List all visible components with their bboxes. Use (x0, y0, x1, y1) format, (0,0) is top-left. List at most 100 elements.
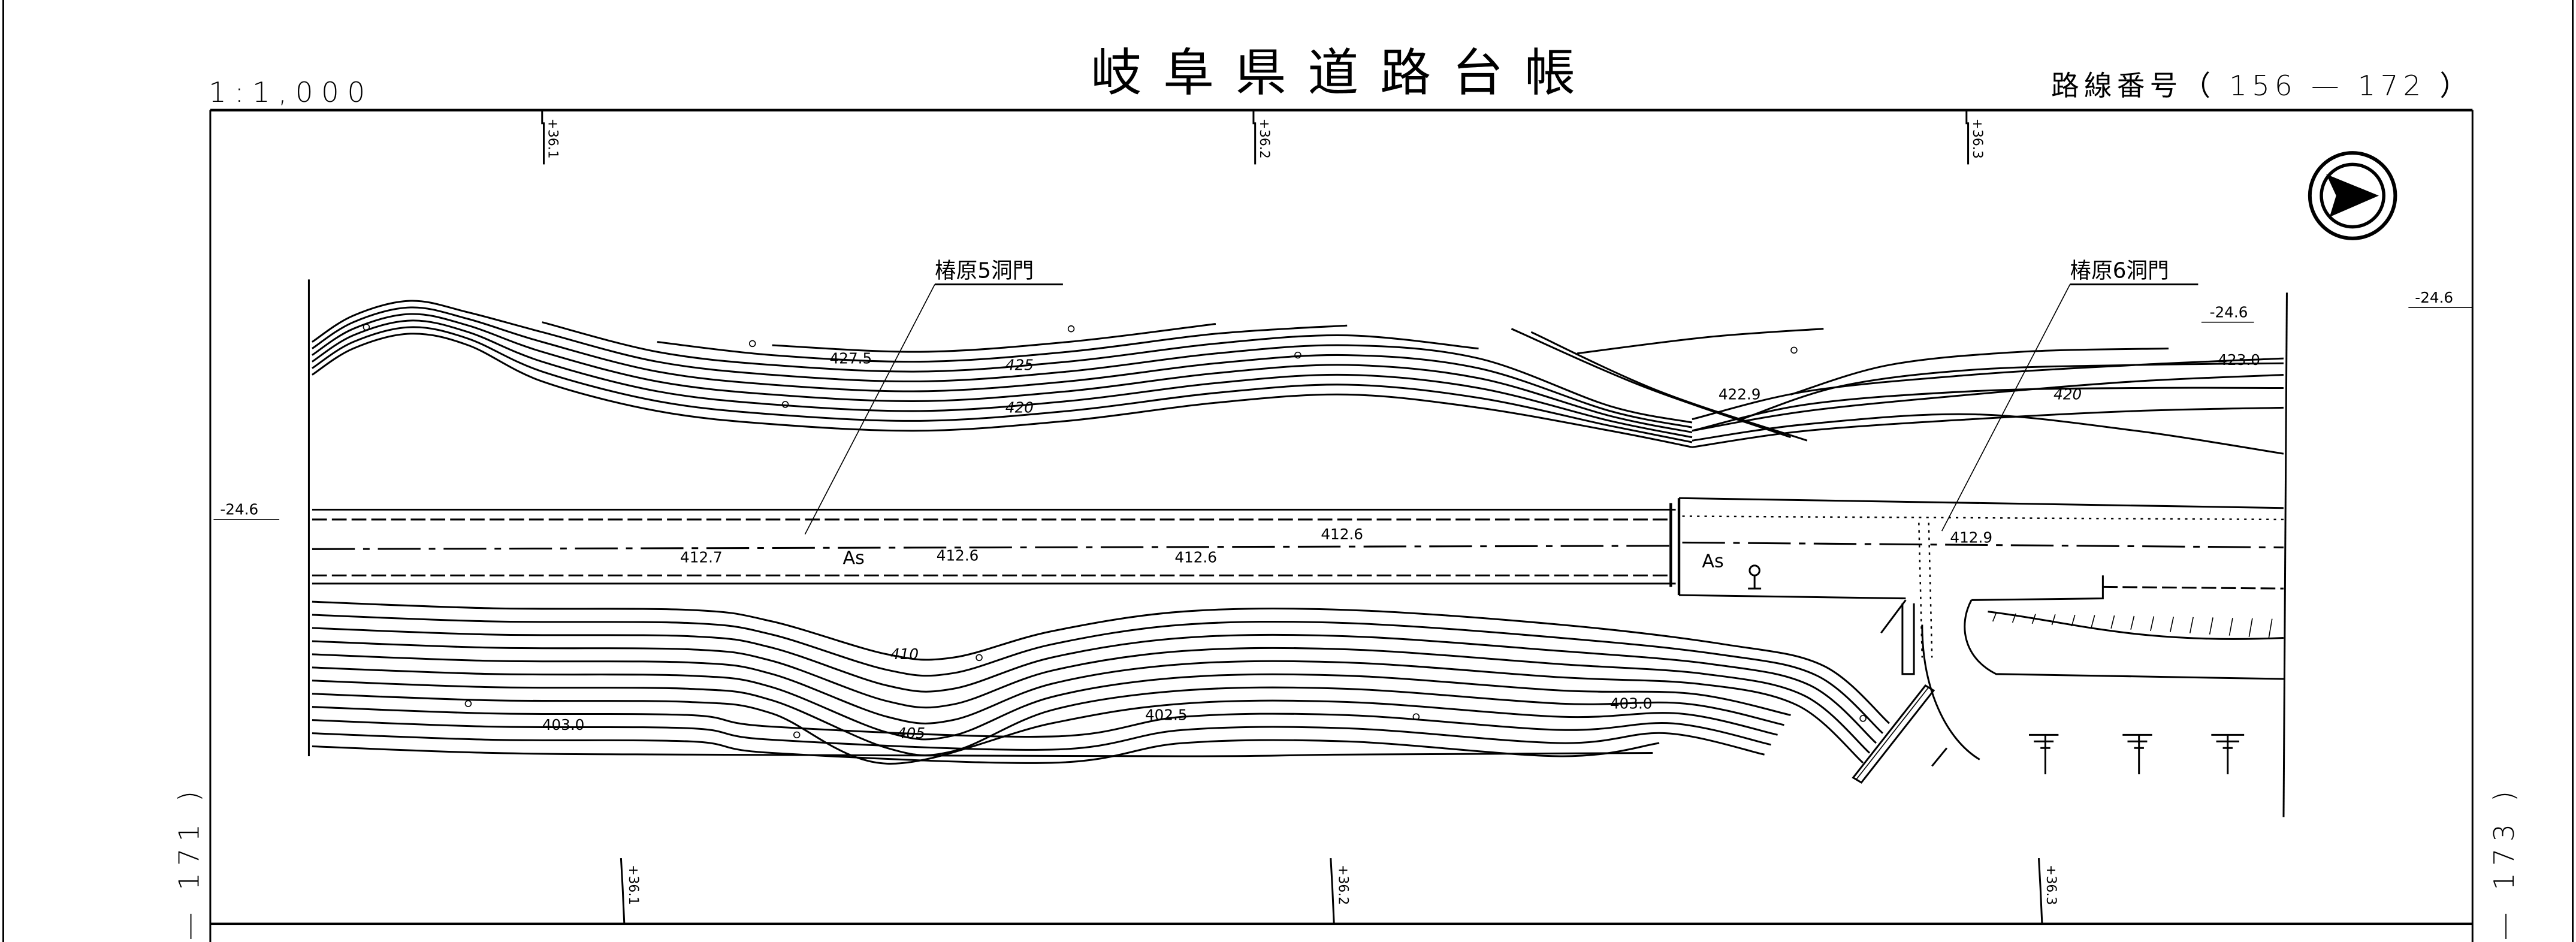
spot-height: 412.6 (937, 547, 979, 564)
station-tick (2037, 858, 2043, 924)
vegetation-icon (748, 340, 756, 348)
hatch-line (2150, 616, 2155, 632)
drawing-limit-right (2282, 292, 2288, 817)
station-tick (1330, 858, 1335, 924)
hatch-line (2209, 617, 2213, 635)
hatch-line (2012, 613, 2016, 623)
shed-centerline (1682, 541, 2284, 549)
slope-line (1880, 599, 1907, 634)
vegetation-icon (363, 324, 370, 331)
vegetation-icon (1412, 713, 1420, 720)
adjacent-sheet-right: — 173 ) (2488, 784, 2520, 940)
retaining-wall (1901, 603, 1915, 675)
shed-edge-bottom (2103, 585, 2284, 590)
contour-line (312, 653, 1864, 764)
rock-shed-6 (1679, 497, 2284, 784)
ridge-line (1530, 331, 1808, 442)
station-ticks-bottom: +36.1 +36.2 +36.3 (620, 858, 2058, 924)
vegetation-icon (1859, 715, 1867, 722)
vegetation-icon (1790, 346, 1798, 354)
spot-height: 403.0 (542, 716, 585, 733)
offset-markers: -24.6 -24.6 -24.6 (213, 289, 2473, 520)
contour-line (312, 614, 1883, 734)
contour-line (312, 666, 1791, 741)
contour-line (1577, 328, 1824, 355)
contour-line (312, 313, 1693, 434)
contours-right (1577, 328, 2284, 455)
contour-line (772, 322, 1216, 353)
offset-label: -24.6 (220, 501, 258, 518)
contour-line (542, 321, 1479, 373)
spot-height: 423.0 (2218, 351, 2260, 369)
shed-wall (1971, 575, 2104, 601)
structure-label: 椿原6洞門 (2070, 259, 2169, 283)
contour-line (312, 745, 1653, 757)
hatch-line (2110, 615, 2115, 629)
station-tick (1965, 110, 1970, 165)
tree-icon (2029, 733, 2059, 775)
slope-line (1931, 747, 1948, 767)
vegetation-symbols (363, 324, 1867, 739)
route-number: 路線番号（ 156 — 172 ） (2051, 70, 2472, 102)
ridge-line (1511, 328, 1791, 439)
contour-line (312, 719, 1765, 756)
spot-height: 412.7 (680, 548, 723, 566)
contour-line (312, 300, 1693, 424)
contour-line (312, 732, 1660, 764)
road-centerline (312, 545, 1676, 550)
contour-line (312, 326, 1693, 443)
hatch-line (1992, 613, 1997, 622)
contour-line (1692, 406, 2284, 448)
station-label: +36.3 (2043, 865, 2058, 905)
shed-joint (1928, 523, 1933, 658)
hatch-line (2051, 614, 2056, 626)
vegetation-icon (1067, 325, 1075, 333)
offset-label: -24.6 (2210, 303, 2248, 321)
contour-label: 420 (1005, 399, 1034, 416)
contour-line (312, 627, 1877, 744)
station-label: +36.1 (626, 865, 641, 905)
culvert (1856, 687, 1929, 780)
vegetation-icon (781, 401, 789, 408)
hatch-line (2248, 618, 2253, 637)
contour-line (1692, 374, 2284, 432)
scale-label: 1:1,000 (209, 76, 373, 108)
station-tick (541, 110, 545, 165)
structure-callout: 椿原5洞門 (804, 259, 1063, 535)
station-ticks-top: +36.1 +36.2 +36.3 (541, 110, 1985, 165)
hatch-line (2189, 617, 2194, 633)
structure-label: 椿原5洞門 (935, 259, 1034, 283)
spot-height: 422.9 (1719, 386, 1761, 403)
contour-line (312, 693, 1778, 765)
vegetation-icon (1294, 351, 1301, 359)
contour-line (1741, 362, 2284, 421)
contour-label: 405 (897, 724, 925, 742)
spot-height: 412.6 (1174, 548, 1217, 566)
hatch-line (2071, 614, 2076, 627)
structure-callout: 椿原6洞門 (1941, 259, 2198, 532)
contour-line (657, 324, 1348, 363)
vegetation-icon (793, 731, 801, 739)
contour-line (1692, 387, 2284, 432)
contour-line (312, 706, 1771, 746)
hatch-line (2130, 615, 2135, 630)
contours-lower (312, 600, 1890, 765)
road (312, 498, 1681, 596)
shed-edge-top (1679, 497, 2284, 509)
contour-label: 420 (2053, 386, 2082, 403)
page-title: 岐阜県道路台帳 (1091, 44, 1597, 103)
leader-line (804, 284, 935, 535)
contour-line (312, 680, 1784, 756)
station-tick (620, 858, 626, 924)
contour-line (1692, 357, 2284, 421)
hatch-line (2169, 617, 2175, 633)
contour-label: 425 (1005, 356, 1034, 373)
offset-label: -24.6 (2415, 289, 2453, 306)
tree-icon (2211, 733, 2245, 775)
hatch-line (2091, 615, 2095, 628)
contour-line (312, 640, 1871, 754)
spot-height: 402.5 (1145, 707, 1188, 724)
tree-icon (2122, 733, 2152, 775)
contour-line (312, 333, 1693, 448)
